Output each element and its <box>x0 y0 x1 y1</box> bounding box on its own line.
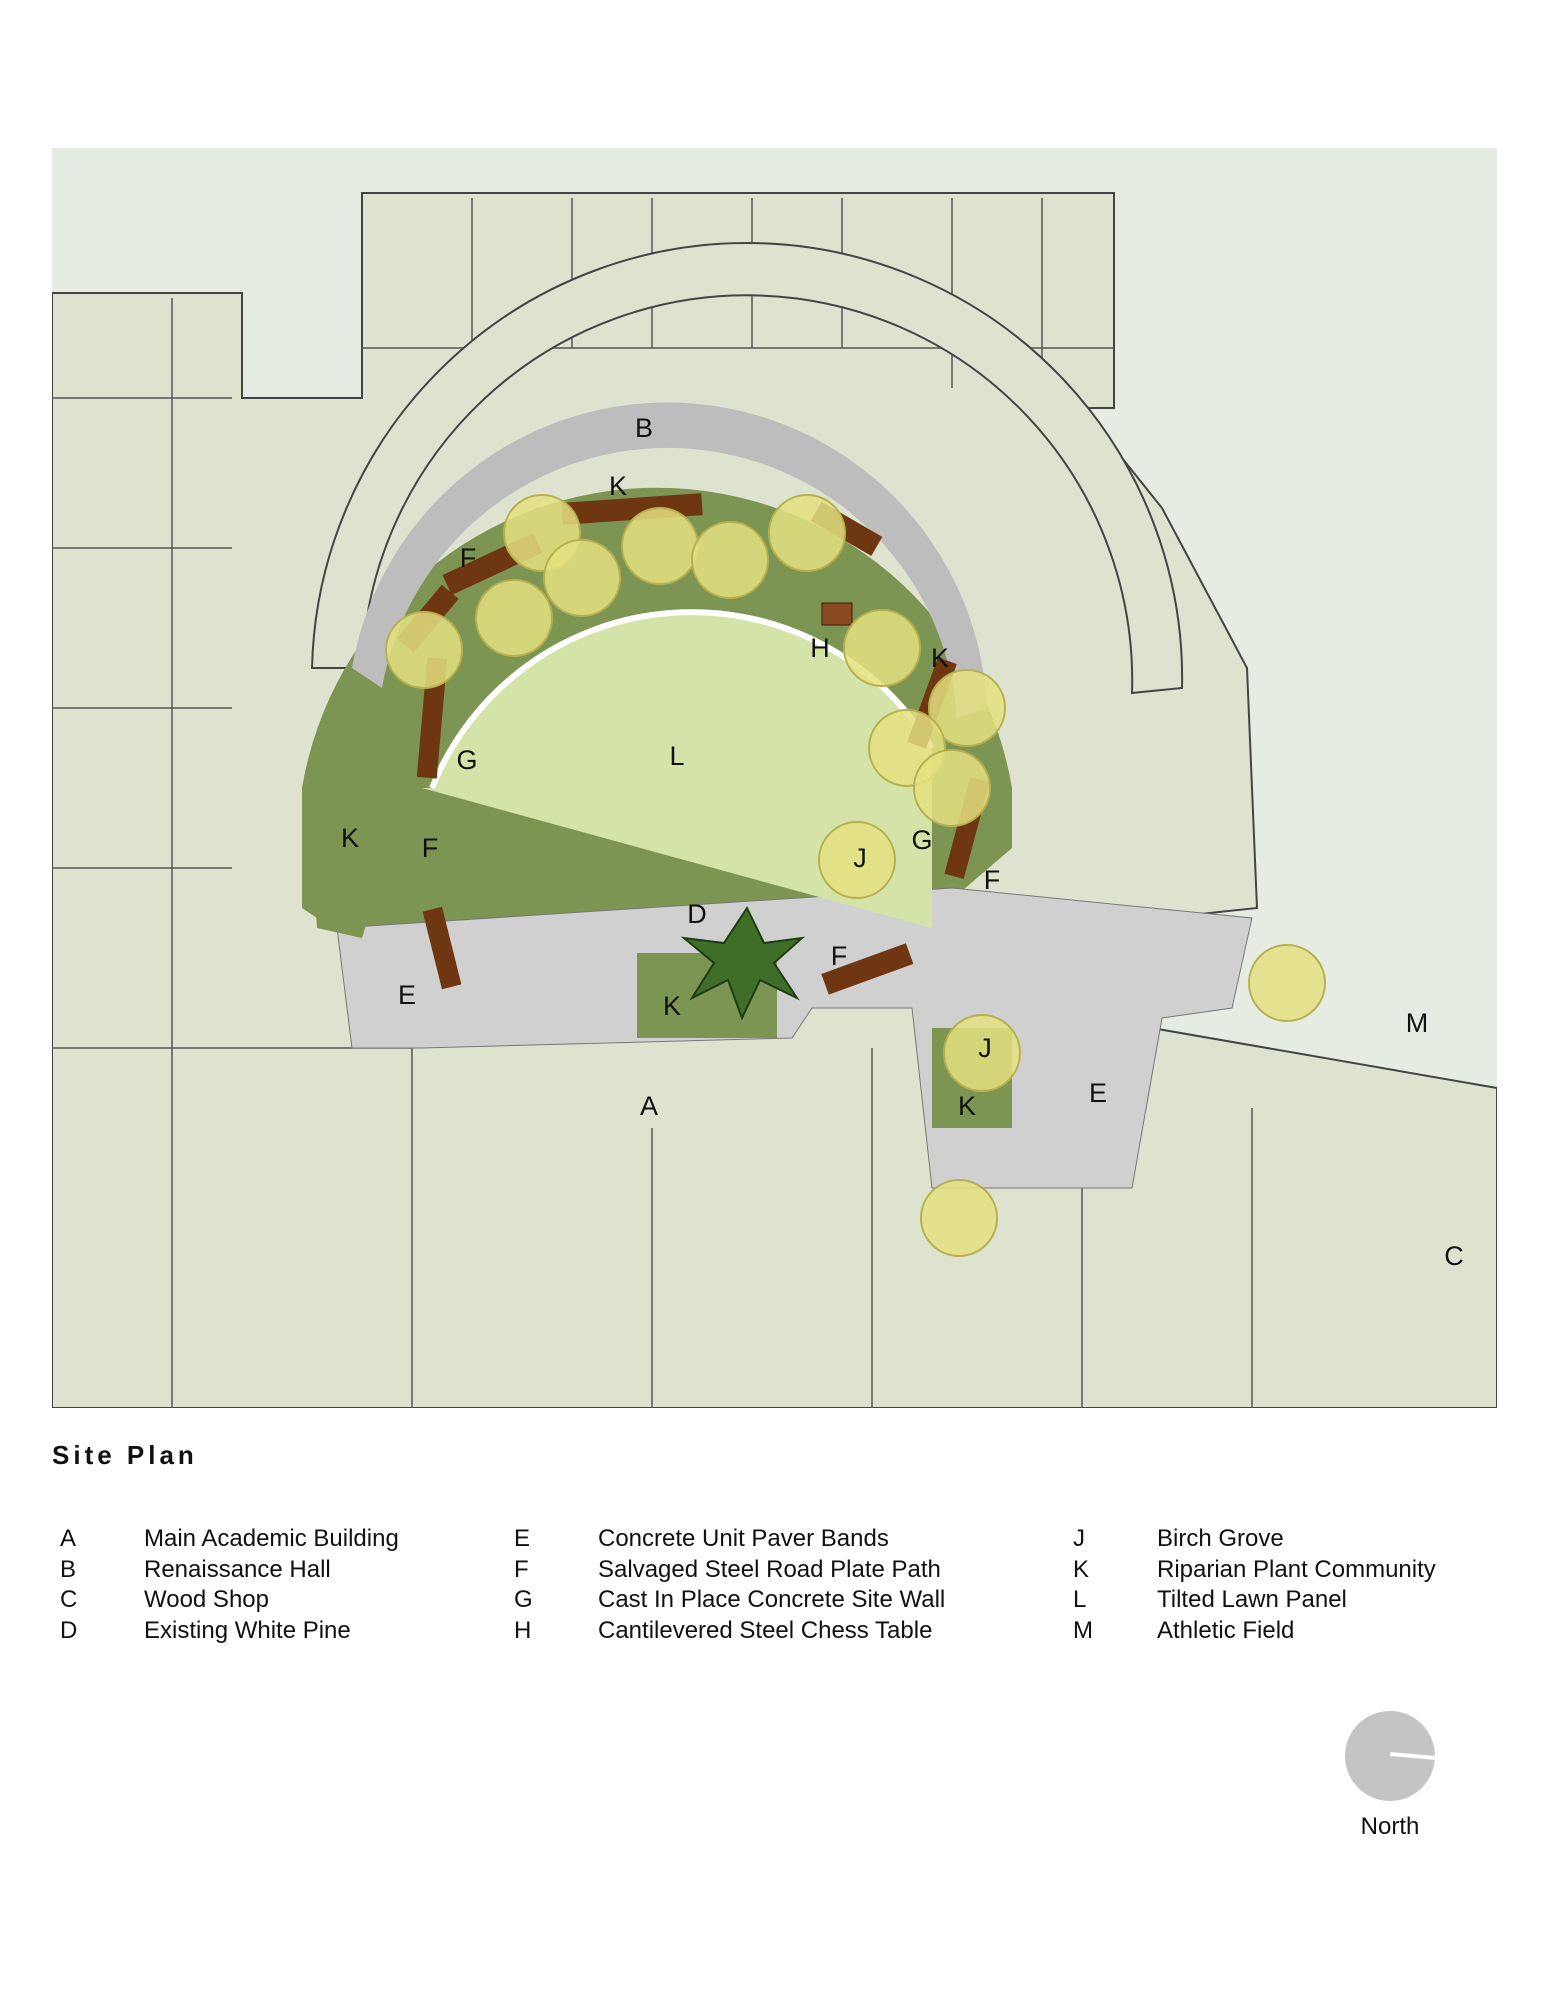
plan-label-k: K <box>931 643 949 673</box>
riparian-patch <box>307 768 402 938</box>
plan-label-e: E <box>1089 1078 1107 1108</box>
north-arrow-icon <box>1345 1711 1436 1801</box>
plan-label-d: D <box>687 899 707 929</box>
plan-label-f: F <box>460 543 477 573</box>
plan-label-k: K <box>341 823 359 853</box>
plan-label-l: L <box>669 741 684 771</box>
white-pine <box>680 905 806 1021</box>
plan-label-j: J <box>853 843 867 873</box>
plan-label-c: C <box>1444 1241 1464 1271</box>
north-arrow: North <box>1340 1710 1440 1841</box>
plan-label-e: E <box>398 980 416 1010</box>
plan-label-k: K <box>663 991 681 1021</box>
plan-label-b: B <box>635 413 653 443</box>
chess-table <box>821 602 853 626</box>
plan-label-k: K <box>609 471 627 501</box>
page-title: Site Plan <box>52 1440 198 1470</box>
plan-label-j: J <box>978 1033 992 1063</box>
plan-label-f: F <box>984 865 1001 895</box>
site-plan-drawing: B K F H K G L K F J G F D F E K M J E K … <box>52 148 1497 1408</box>
renaissance-hall-corridor <box>310 241 1184 695</box>
plan-label-g: G <box>911 825 932 855</box>
plan-label-h: H <box>810 633 830 663</box>
plan-label-a: A <box>640 1091 658 1121</box>
north-label: North <box>1360 1813 1420 1840</box>
plan-label-m: M <box>1406 1008 1429 1038</box>
paver-area <box>336 887 1253 1189</box>
paver-ring <box>352 402 987 718</box>
plan-label-f: F <box>422 833 439 863</box>
tilted-lawn-panel <box>422 612 932 928</box>
plan-label-g: G <box>456 745 477 775</box>
birch-grove <box>385 494 1326 1257</box>
plan-label-k: K <box>958 1091 976 1121</box>
plan-label-f: F <box>831 941 848 971</box>
